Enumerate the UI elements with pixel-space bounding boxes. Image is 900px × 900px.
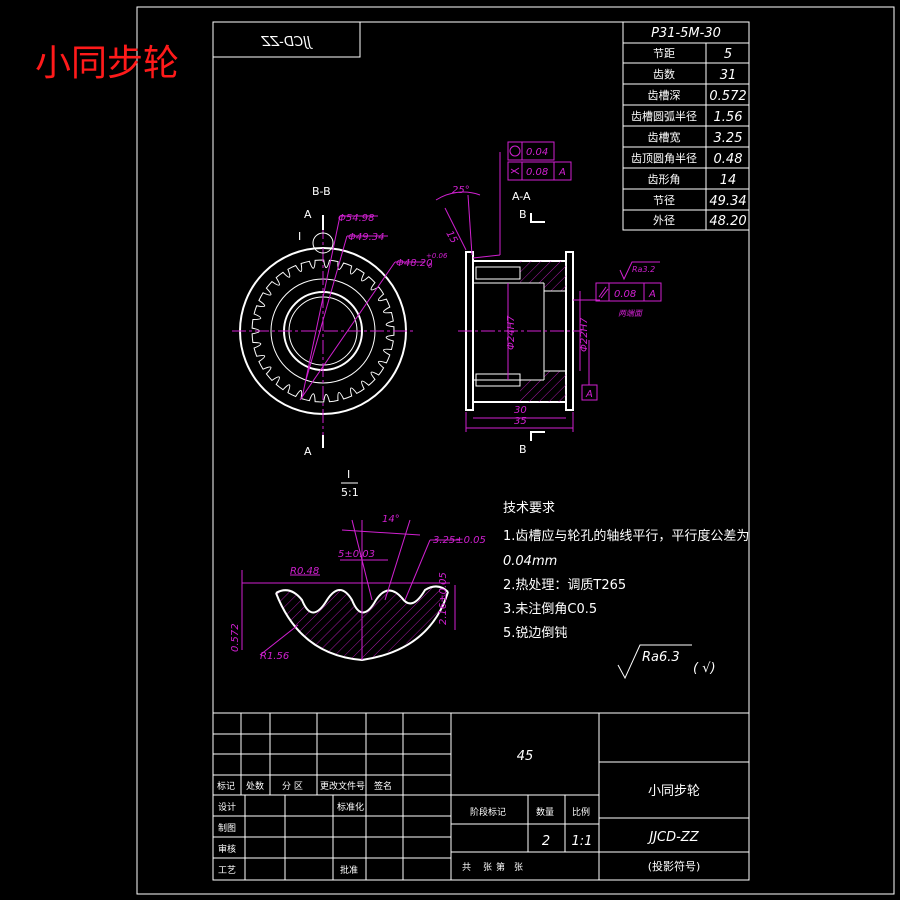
tol-side-value: 0.08 [614,289,636,300]
side-section-view [435,141,662,441]
drawing-code-mirrored: JJCD-ZZ [260,35,313,50]
dim-22h7: Φ22H7 [579,317,590,352]
detail-tooth-profile [241,519,460,662]
tb-di: 第 [496,861,505,873]
tb-jieduan: 阶段标记 [470,806,506,818]
tb-quantity: 2 [542,834,550,849]
tb-material: 45 [517,749,534,764]
code-box [212,21,361,58]
param-value: 0.572 [709,89,746,104]
tb-part-name: 小同步轮 [648,784,700,799]
tb-biaozhunhua: 标准化 [337,801,364,813]
tb-scale: 1:1 [572,834,593,849]
dim-24h7: Φ24H7 [506,315,517,350]
req-line: 5.锐边倒钝 [503,626,567,641]
parameter-table: P31-5M-30 节距 5 齿数 31 齿槽深 0.572 齿槽圆弧半径 1.… [622,21,750,231]
req-line: 2.热处理：调质T265 [503,578,626,593]
technical-requirements: 技术要求 1.齿槽应与轮孔的轴线平行，平行度公差为 0.04mm 2.热处理：调… [503,501,749,641]
param-label: 节径 [653,194,675,207]
param-value: 31 [720,68,737,83]
param-value: 49.34 [709,194,746,209]
tb-chushu: 处数 [246,780,264,792]
param-value: 5 [724,47,732,62]
param-label: 齿槽宽 [648,130,681,144]
tb-zhang2: 张 [514,862,523,873]
tb-fenqu: 分 区 [282,781,303,792]
detail-scale: 5:1 [341,486,359,499]
detail-pitch: 5±0.03 [338,549,375,560]
roughness-suffix: ( √) [693,661,716,676]
label-i: I [298,230,301,243]
dim-48-20: Φ48.20 [396,258,433,269]
param-label: 外径 [653,214,675,227]
param-value: 48.20 [709,214,746,229]
red-title: 小同步轮 [35,43,179,84]
label-aa: A-A [512,190,531,203]
title-block [212,712,750,881]
tb-pizhun: 批准 [340,864,358,876]
dim-30: 30 [514,405,527,416]
label-b-bottom: B [519,443,527,456]
req-line: 0.04mm [503,554,557,569]
tb-qianming: 签名 [374,780,392,792]
tol-side-datum: A [648,289,656,300]
roughness-value: Ra6.3 [642,650,680,665]
req-line: 1.齿槽应与轮孔的轴线平行，平行度公差为 [503,528,749,544]
both-sides-note: 两端面 [618,309,644,318]
tb-shenhe: 审核 [218,843,236,855]
req-heading: 技术要求 [503,501,555,516]
label-b-top: B [519,208,527,221]
tb-zhang1: 张 [483,862,492,873]
roughness-symbol [617,644,692,680]
param-label: 齿槽深 [648,89,681,102]
datum-a-box: A [585,389,593,400]
dim-49-34: Φ49.34 [348,232,385,243]
tb-shuliang: 数量 [536,806,554,818]
tb-genggai: 更改文件号 [320,780,365,792]
detail-angle-14: 14° [382,514,400,525]
dim-48-tol-low: 0 [428,262,433,270]
param-label: 齿数 [653,68,675,81]
detail-depth: 2.16±0.05 [438,572,449,625]
param-label: 齿形角 [648,173,681,186]
param-label: 节距 [653,47,675,60]
detail-width: 3.25±0.05 [433,535,486,546]
req-line: 3.未注倒角C0.5 [503,602,597,617]
tol-datum-a: A [558,167,566,178]
tb-gongyi: 工艺 [218,865,236,876]
tol-perp-value: 0.04 [526,147,548,158]
tb-bili: 比例 [572,806,590,818]
dim-48-tol-up: +0.06 [426,252,448,260]
label-a-top: A [304,208,312,221]
inner-border [212,21,750,881]
ra-side: Ra3.2 [632,265,655,274]
param-value: 1.56 [714,110,743,125]
outer-border [136,6,895,895]
tb-zhitu: 制图 [218,822,236,834]
tol-par-value: 0.08 [526,167,548,178]
param-header: P31-5M-30 [651,26,721,41]
detail-h0572: 0.572 [230,623,241,652]
param-label: 齿槽圆弧半径 [631,109,697,123]
param-value: 0.48 [714,152,743,167]
detail-label: I [347,468,350,481]
tb-biaoji: 标记 [217,780,235,792]
tb-gong: 共 [462,862,471,873]
label-a-bottom: A [304,445,312,458]
tb-project: (投影符号) [648,859,701,873]
dim-angle-25: 25° [452,185,470,196]
detail-r156: R1.56 [260,651,289,662]
param-value: 14 [720,173,737,188]
detail-r048: R0.48 [290,566,319,577]
front-view-gear [232,215,425,448]
label-bb: B-B [312,185,331,198]
dim-54-98: Φ54.98 [338,213,375,224]
param-label: 齿顶圆角半径 [631,151,697,165]
tb-drawing-no: JJCD-ZZ [646,830,699,845]
tb-sheji: 设计 [218,801,236,813]
param-value: 3.25 [714,131,743,146]
dim-35: 35 [514,416,527,427]
